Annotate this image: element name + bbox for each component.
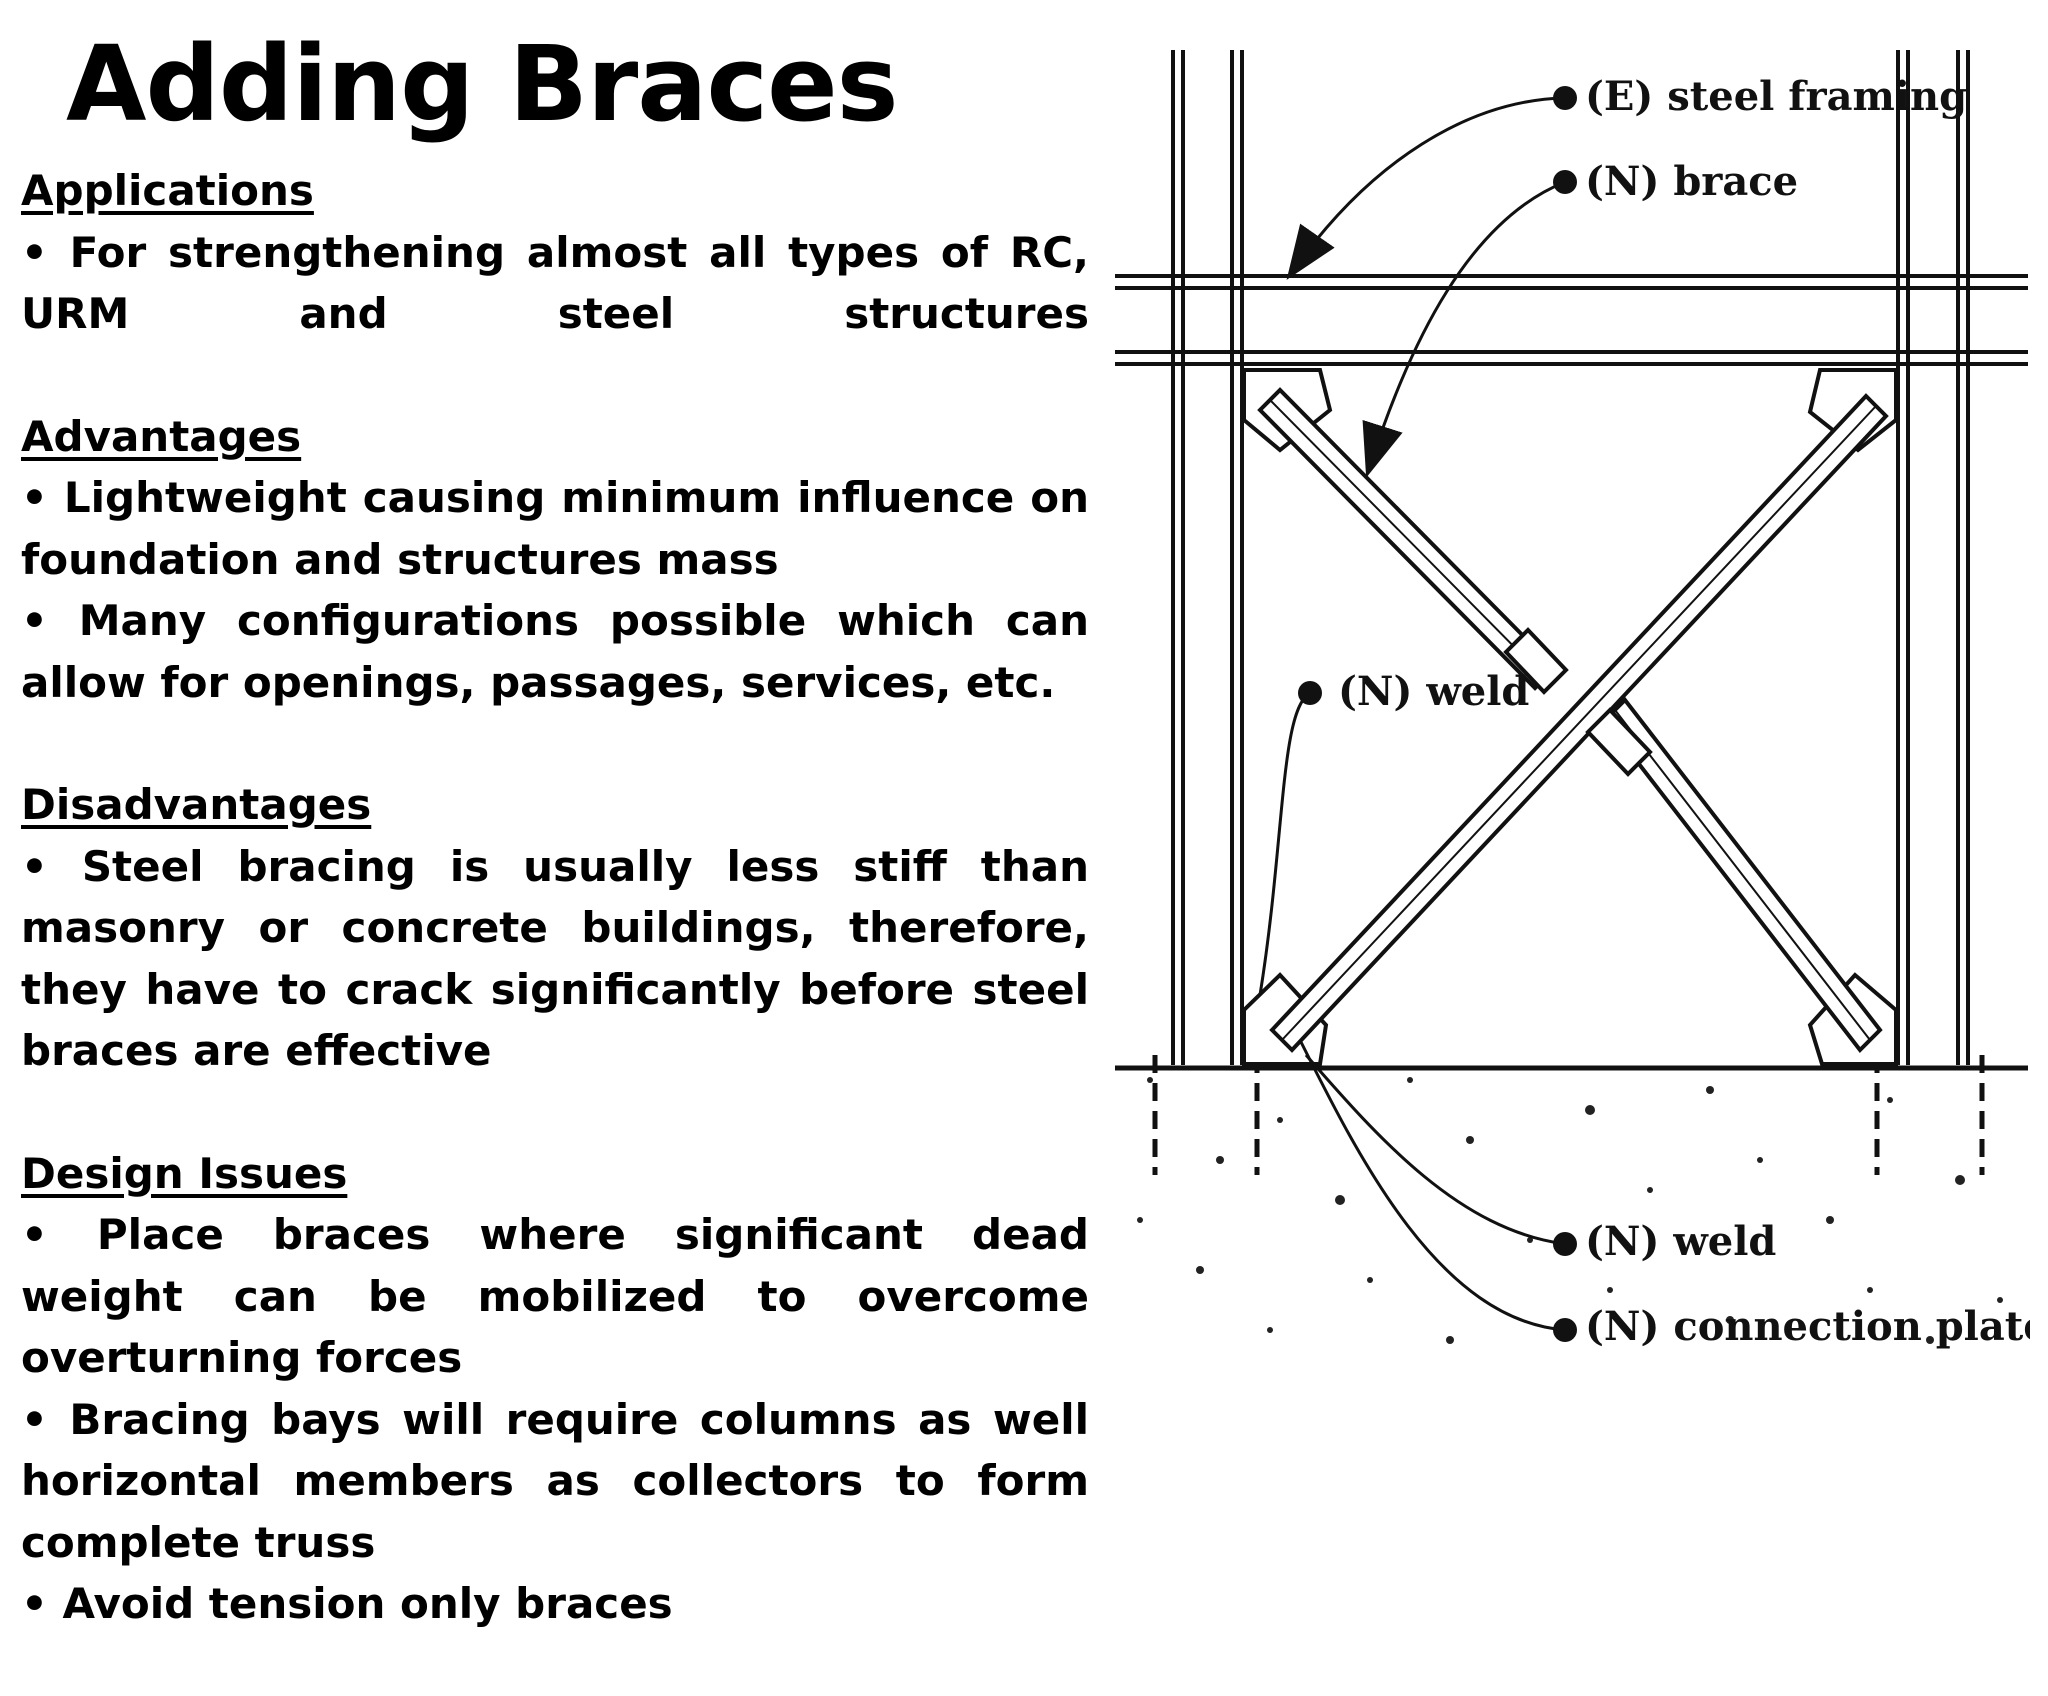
section-applications: Applications • For strengthening almost … bbox=[21, 160, 1089, 345]
braces bbox=[1257, 387, 1889, 1054]
bullet-item: • Place braces where significant dead we… bbox=[21, 1210, 1089, 1382]
section-disadvantages: Disadvantages • Steel bracing is usually… bbox=[21, 774, 1089, 1082]
steel-beams bbox=[1115, 274, 2028, 366]
label-weld-base: (N) weld bbox=[1585, 1218, 1776, 1265]
section-heading-applications: Applications bbox=[21, 166, 314, 215]
bullet-item: • Many configurations possible which can… bbox=[21, 596, 1089, 707]
slide-title: Adding Braces bbox=[66, 23, 899, 145]
label-weld-center: (N) weld bbox=[1338, 668, 1529, 715]
anchor-bolts bbox=[1152, 1055, 1985, 1175]
section-design-issues: Design Issues • Place braces where signi… bbox=[21, 1143, 1089, 1635]
section-heading-advantages: Advantages bbox=[21, 411, 302, 461]
leader-lines bbox=[1258, 86, 1577, 1342]
bullet-item: • For strengthening almost all types of … bbox=[21, 227, 1089, 339]
foundation-ground bbox=[1137, 1077, 2003, 1344]
label-steel-framing: (E) steel framing bbox=[1585, 73, 1967, 120]
text-column: Applications • For strengthening almost … bbox=[21, 160, 1089, 1696]
label-brace: (N) brace bbox=[1585, 158, 1798, 205]
section-heading-disadvantages: Disadvantages bbox=[21, 780, 372, 829]
steel-columns bbox=[1171, 50, 1970, 1065]
bullet-item: • Bracing bays will require columns as w… bbox=[21, 1394, 1089, 1567]
bullet-item: • Avoid tension only braces bbox=[21, 1579, 673, 1628]
splice-plates bbox=[1503, 627, 1653, 777]
section-heading-design-issues: Design Issues bbox=[21, 1148, 348, 1198]
section-advantages: Advantages • Lightweight causing minimum… bbox=[21, 406, 1089, 714]
bullet-item: • Steel bracing is usually less stiff th… bbox=[21, 841, 1089, 1076]
bracing-diagram: (E) steel framing (N) brace (N) weld (N)… bbox=[1115, 50, 2030, 1350]
label-connection-plate: (N) connection plate bbox=[1585, 1303, 2030, 1350]
bullet-item: • Lightweight causing minimum influence … bbox=[21, 473, 1089, 584]
